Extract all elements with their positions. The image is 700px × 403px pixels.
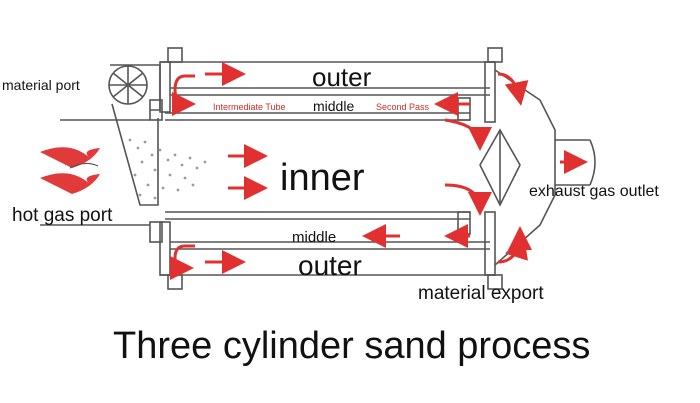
material-export-label: material export [418, 283, 544, 304]
material-port-label: material port [2, 77, 80, 93]
diagram-title: Three cylinder sand process [113, 325, 590, 367]
middle-bottom-label: middle [292, 229, 336, 246]
flow-arrows [169, 62, 588, 280]
exhaust-gas-outlet-label: exhaust gas outlet [529, 183, 659, 200]
inner-label: inner [280, 157, 365, 199]
outer-bottom-label: outer [298, 250, 362, 281]
middle-top-label: middle [313, 98, 354, 114]
second-pass-label: Second Pass [376, 102, 430, 112]
sand-material [128, 138, 207, 200]
hot-gas-flame-icon [40, 147, 100, 194]
hot-gas-port-label: hot gas port [12, 205, 113, 226]
outer-top-label: outer [312, 62, 372, 92]
intermediate-tube-label: Intermediate Tube [213, 102, 286, 112]
dryer-body [40, 47, 596, 290]
